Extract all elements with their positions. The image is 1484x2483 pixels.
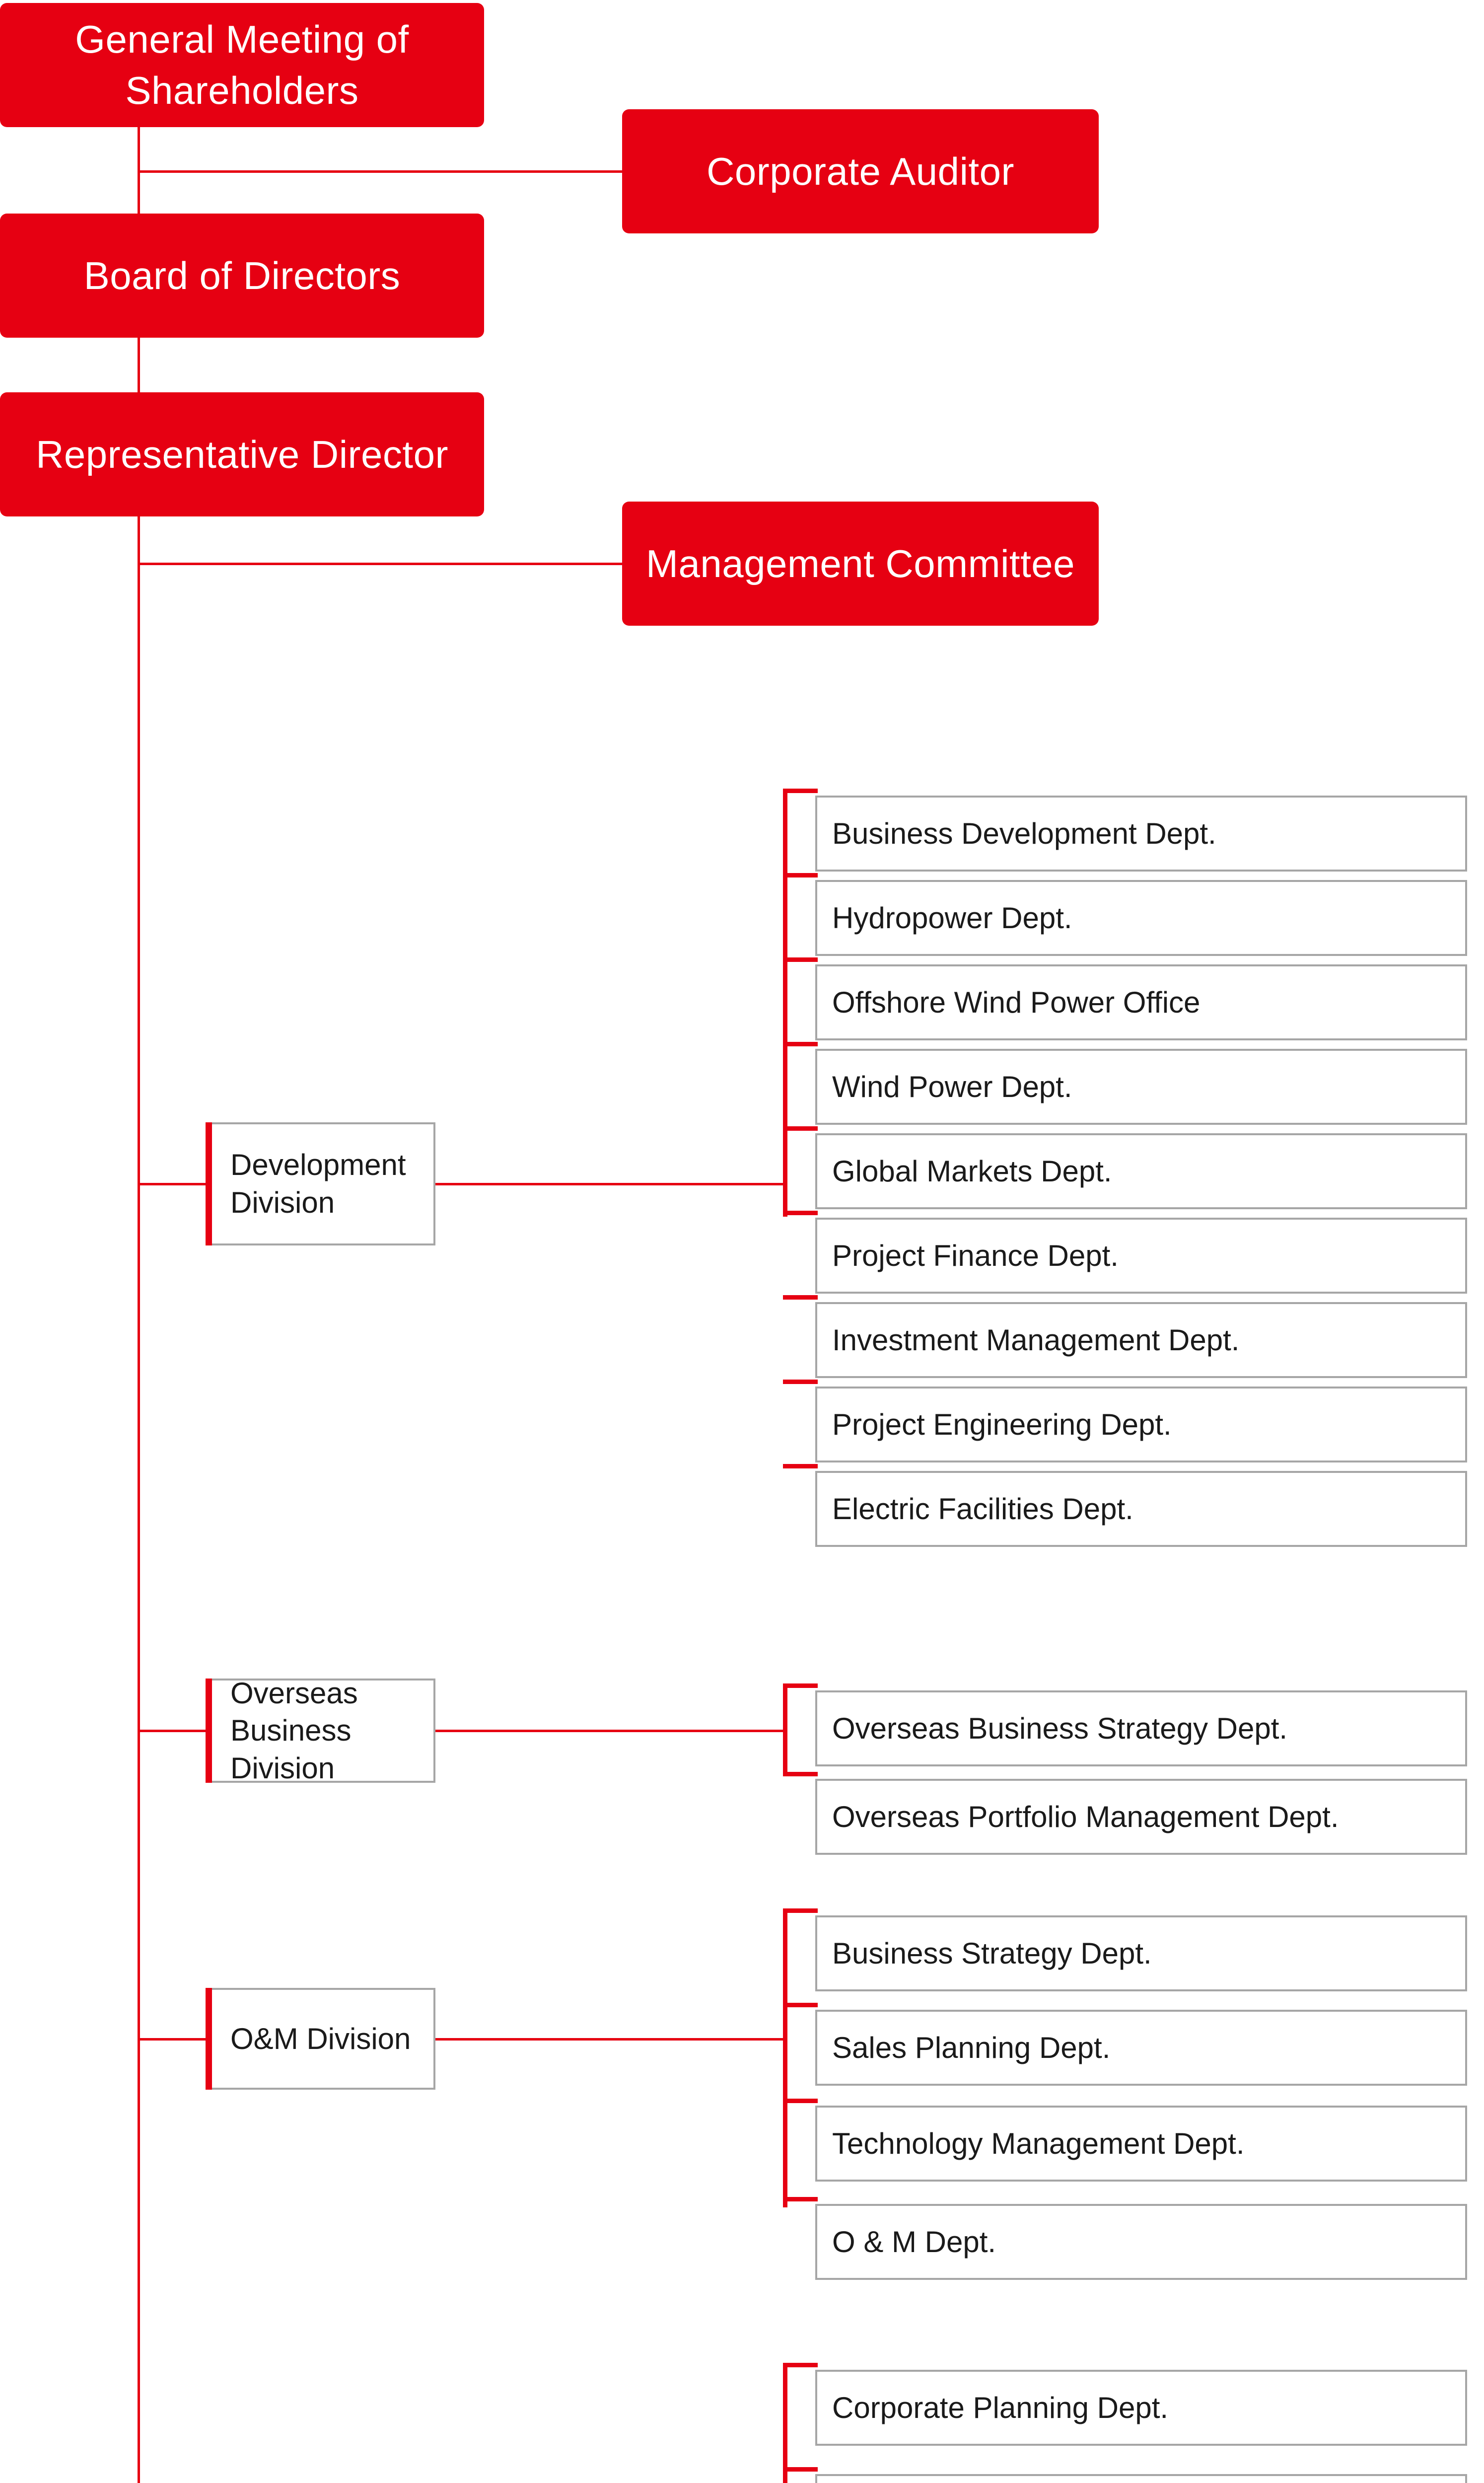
node-project-finance-dept[interactable]: Project Finance Dept. — [815, 1218, 1467, 1294]
node-om-division[interactable]: O&M Division — [206, 1988, 435, 2090]
connector-stub — [783, 1464, 818, 1468]
node-business-strategy-dept[interactable]: Business Strategy Dept. — [815, 1915, 1467, 1991]
connector-stub — [783, 2363, 818, 2367]
node-label: Management Committee — [645, 541, 1075, 585]
connector-stub — [783, 1380, 818, 1384]
node-project-engineering-dept[interactable]: Project Engineering Dept. — [815, 1387, 1467, 1462]
node-label: Electric Facilities Dept. — [832, 1492, 1133, 1526]
node-label: Business Strategy Dept. — [832, 1936, 1152, 1970]
node-corporate-auditor[interactable]: Corporate Auditor — [622, 109, 1099, 233]
node-label: Overseas Business Strategy Dept. — [832, 1711, 1288, 1745]
node-sales-planning-dept[interactable]: Sales Planning Dept. — [815, 2010, 1467, 2086]
node-label: Sales Planning Dept. — [832, 2031, 1111, 2064]
node-label: Corporate Planning Dept. — [832, 2391, 1169, 2424]
connector-stub — [783, 1295, 818, 1300]
bus-om-division — [783, 1909, 787, 2207]
connector-stub — [783, 2197, 818, 2201]
node-representative-director[interactable]: Representative Director — [0, 392, 484, 516]
node-label: Project Engineering Dept. — [832, 1407, 1172, 1441]
bus-overseas-business-division — [783, 1684, 787, 1774]
connector-trunk-to-om-division — [138, 2038, 210, 2041]
connector-development-division-to-bus — [435, 1183, 785, 1185]
node-general-meeting-of-shareholders[interactable]: General Meeting of Shareholders — [0, 3, 484, 127]
node-label: Business Development Dept. — [832, 816, 1216, 850]
connector-trunk-to-development-division — [138, 1183, 210, 1185]
node-management-committee[interactable]: Management Committee — [622, 502, 1099, 626]
node-label: Overseas Portfolio Management Dept. — [832, 1800, 1339, 1833]
node-label: Overseas Business Division — [230, 1676, 358, 1785]
node-label: Project Finance Dept. — [832, 1239, 1119, 1272]
connector-main-trunk — [138, 514, 140, 2483]
connector-stub — [783, 1042, 818, 1046]
node-investment-management-dept[interactable]: Investment Management Dept. — [815, 1302, 1467, 1378]
node-label: Board of Directors — [83, 253, 401, 297]
node-offshore-wind-power-office[interactable]: Offshore Wind Power Office — [815, 964, 1467, 1040]
node-corporate-planning-dept[interactable]: Corporate Planning Dept. — [815, 2370, 1467, 2446]
node-label: Wind Power Dept. — [832, 1070, 1072, 1103]
node-label: Hydropower Dept. — [832, 901, 1072, 935]
node-technology-management-dept[interactable]: Technology Management Dept. — [815, 2106, 1467, 2182]
connector-stub — [783, 1126, 818, 1131]
connector-om-division-to-bus — [435, 2038, 785, 2041]
bus-development-division — [783, 790, 787, 1217]
connector-to-management-committee — [138, 563, 624, 565]
connector-to-corporate-auditor — [138, 170, 624, 173]
node-wind-power-dept[interactable]: Wind Power Dept. — [815, 1049, 1467, 1125]
node-business-development-dept[interactable]: Business Development Dept. — [815, 796, 1467, 872]
connector-overseas-business-division-to-bus — [435, 1730, 785, 1732]
connector-stub — [783, 1908, 818, 1913]
bus-corporate-business-management-division — [783, 2364, 787, 2483]
connector-stub — [783, 1683, 818, 1688]
connector-stub — [783, 2467, 818, 2472]
connector-board-to-rep-director — [138, 336, 140, 394]
node-overseas-business-division[interactable]: Overseas Business Division — [206, 1677, 435, 1785]
node-board-of-directors[interactable]: Board of Directors — [0, 214, 484, 338]
node-development-division[interactable]: Development Division — [206, 1122, 435, 1245]
node-overseas-portfolio-management-dept[interactable]: Overseas Portfolio Management Dept. — [815, 1779, 1467, 1855]
node-finance-dept[interactable]: Finance Dept. — [815, 2474, 1467, 2483]
node-label: Technology Management Dept. — [832, 2126, 1245, 2160]
node-global-markets-dept[interactable]: Global Markets Dept. — [815, 1133, 1467, 1209]
connector-stub — [783, 789, 818, 793]
node-label: Global Markets Dept. — [832, 1154, 1112, 1188]
connector-stub — [783, 2099, 818, 2103]
node-om-dept[interactable]: O & M Dept. — [815, 2204, 1467, 2280]
connector-stub — [783, 873, 818, 877]
connector-trunk-to-overseas-business-division — [138, 1730, 210, 1732]
connector-stub — [783, 1772, 818, 1776]
connector-stub — [783, 957, 818, 962]
node-label: General Meeting of Shareholders — [75, 17, 409, 112]
connector-stub — [783, 2003, 818, 2007]
node-label: O&M Division — [230, 2022, 411, 2055]
node-hydropower-dept[interactable]: Hydropower Dept. — [815, 880, 1467, 956]
node-label: Corporate Auditor — [707, 149, 1014, 193]
node-overseas-business-strategy-dept[interactable]: Overseas Business Strategy Dept. — [815, 1690, 1467, 1766]
node-label: Representative Director — [36, 432, 448, 476]
node-label: Development Division — [230, 1148, 406, 1219]
node-label: Investment Management Dept. — [832, 1323, 1240, 1357]
node-label: O & M Dept. — [832, 2225, 996, 2259]
node-electric-facilities-dept[interactable]: Electric Facilities Dept. — [815, 1471, 1467, 1547]
connector-stub — [783, 1211, 818, 1215]
node-label: Offshore Wind Power Office — [832, 985, 1201, 1019]
